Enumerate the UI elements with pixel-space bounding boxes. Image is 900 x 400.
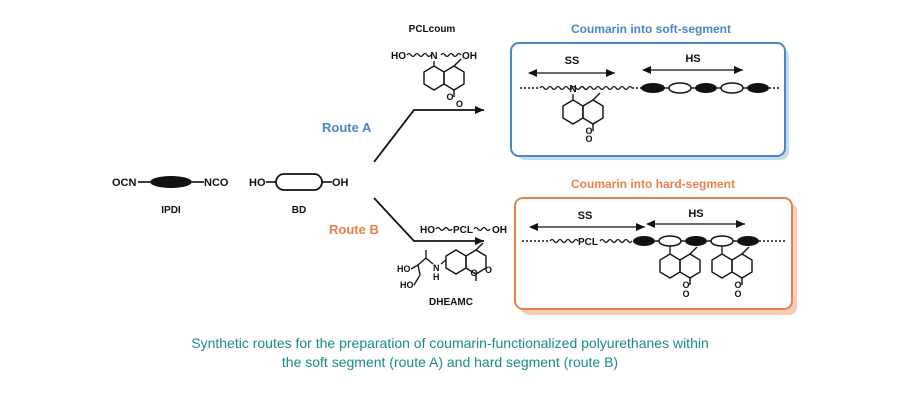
dheamc-carbonyl-oxygen: O bbox=[485, 265, 492, 275]
ipdi-name: IPDI bbox=[161, 205, 181, 216]
dheamc-ring-oxygen: O bbox=[470, 268, 477, 278]
bd-structure: HO OH BD bbox=[249, 173, 349, 216]
pcl-diol-right-group: OH bbox=[492, 225, 507, 236]
pclcoum-n-atom: N bbox=[430, 51, 437, 62]
route-b-arrow bbox=[373, 197, 484, 245]
hard-segment-hs-label: HS bbox=[688, 208, 703, 220]
pclcoum-ring-oxygen: O bbox=[446, 92, 453, 102]
dheamc-oh-bottom: HO bbox=[400, 280, 414, 290]
hard-segment-title: Coumarin into hard-segment bbox=[571, 177, 735, 191]
soft-segment-title: Coumarin into soft-segment bbox=[571, 22, 731, 36]
ipdi-hard-unit bbox=[150, 176, 192, 188]
ipdi-structure: OCN NCO IPDI bbox=[112, 176, 229, 216]
caption-line-2: the soft segment (route A) and hard segm… bbox=[281, 354, 619, 370]
hard-segment-carbonyl-oxygen-1: O bbox=[682, 289, 689, 299]
bd-right-group: OH bbox=[332, 177, 349, 189]
hard-segment-carbonyl-oxygen-2: O bbox=[734, 289, 741, 299]
soft-segment-n-atom: N bbox=[569, 84, 576, 95]
pclcoum-right-group: OH bbox=[462, 51, 477, 62]
hard-segment-box bbox=[514, 197, 793, 310]
dheamc-oh-top: HO bbox=[397, 264, 411, 274]
pclcoum-carbonyl-oxygen: O bbox=[456, 99, 463, 109]
soft-segment-ring-oxygen: O bbox=[585, 126, 592, 136]
ipdi-right-group: NCO bbox=[204, 177, 229, 189]
pclcoum-structure: PCLcoum HO N OH O O bbox=[391, 24, 477, 109]
bd-left-group: HO bbox=[249, 177, 266, 189]
hard-segment-ring-oxygen-1: O bbox=[682, 280, 689, 290]
hard-segment-result: Coumarin into hard-segment SS HS PCL O O… bbox=[514, 177, 797, 315]
soft-segment-result: Coumarin into soft-segment SS HS N O O bbox=[510, 22, 789, 160]
figure-caption: Synthetic routes for the preparation of … bbox=[0, 334, 900, 372]
soft-segment-box bbox=[510, 42, 786, 157]
route-b-label: Route B bbox=[329, 222, 379, 237]
hard-segment-ss-label: SS bbox=[578, 210, 593, 222]
pcl-diol-left-group: HO bbox=[420, 225, 435, 236]
ipdi-left-group: OCN bbox=[112, 177, 137, 189]
soft-segment-hs-label: HS bbox=[685, 53, 700, 65]
pclcoum-name: PCLcoum bbox=[409, 24, 456, 35]
route-a-arrow bbox=[373, 106, 484, 163]
bd-chain-unit bbox=[275, 173, 323, 191]
bd-name: BD bbox=[292, 205, 306, 216]
caption-line-1: Synthetic routes for the preparation of … bbox=[191, 335, 709, 351]
dheamc-name: DHEAMC bbox=[429, 297, 473, 308]
pclcoum-left-group: HO bbox=[391, 51, 406, 62]
route-a-label: Route A bbox=[322, 120, 372, 135]
soft-segment-ss-label: SS bbox=[565, 55, 580, 67]
hard-segment-pcl-label: PCL bbox=[578, 237, 598, 248]
soft-segment-carbonyl-oxygen: O bbox=[585, 134, 592, 144]
hard-segment-ring-oxygen-2: O bbox=[734, 280, 741, 290]
hocpcloh-structure: HO PCL OH bbox=[420, 225, 507, 236]
pcl-diol-middle: PCL bbox=[453, 225, 473, 236]
reaction-scheme: OCN NCO IPDI HO OH BD Route A Route B PC… bbox=[112, 22, 797, 315]
